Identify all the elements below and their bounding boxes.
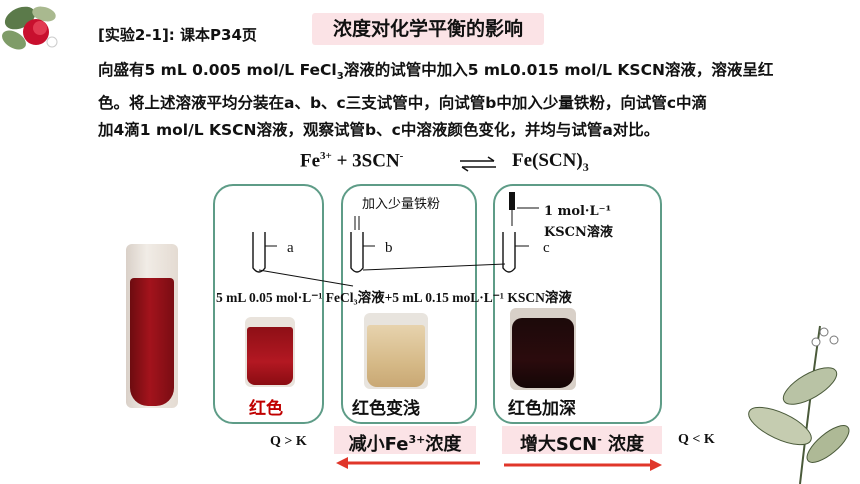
beaker-b-photo (364, 313, 428, 389)
subscript: 3 (336, 71, 344, 83)
text-fragment: 向盛有5 mL 0.005 mol/L FeCl (98, 61, 337, 79)
kscn-note-reagent: KSCN溶液 (544, 225, 613, 240)
tag-text: 浓度 (425, 434, 462, 455)
tube-c-group (493, 184, 662, 424)
tube-b-label: b (385, 240, 393, 256)
eq-product: Fe(SCN) (512, 150, 583, 171)
plant-decoration (748, 325, 850, 484)
experiment-description: 向盛有5 mL 0.005 mol/L FeCl3溶液的试管中加入5 mL0.0… (98, 57, 818, 144)
beaker-c-photo (510, 308, 576, 390)
q-greater-than-k: Q > K (270, 434, 307, 449)
right-arrow-icon (504, 459, 662, 471)
kscn-note-concentration: 1 mol·L⁻¹ (544, 204, 612, 219)
description-line-1: 向盛有5 mL 0.005 mol/L FeCl3溶液的试管中加入5 mL0.0… (98, 57, 818, 90)
eq-fe: Fe (300, 150, 321, 172)
eq-sup: - (399, 150, 404, 162)
equation-left: Fe3+ + 3SCN- (300, 150, 403, 172)
q-less-than-k: Q < K (678, 432, 715, 447)
tube-a-label: a (287, 240, 294, 256)
tube-c-label: c (543, 240, 550, 256)
eq-sub: 3 (582, 159, 589, 174)
tag-text: 浓度 (601, 434, 645, 455)
slide-title: 浓度对化学平衡的影响 (312, 13, 544, 45)
result-a: 红色 (249, 399, 283, 419)
test-tube-photo (126, 244, 178, 408)
solution-description: 5 mL 0.05 mol·L⁻¹ FeCl₃溶液+5 mL 0.15 moL·… (216, 290, 572, 305)
left-arrow-icon (336, 457, 480, 469)
increase-scn-tag: 增大SCN- 浓度 (502, 426, 662, 455)
tag-text: 减小Fe (348, 434, 409, 455)
equation-right: Fe(SCN)3 (512, 150, 589, 175)
result-c: 红色加深 (508, 399, 576, 419)
result-b: 红色变浅 (352, 399, 420, 419)
tag-sup: - (597, 433, 602, 446)
tube-a-group (213, 184, 324, 424)
decrease-fe-tag: 减小Fe3+浓度 (334, 426, 476, 455)
flower-decoration (2, 6, 58, 50)
equilibrium-arrow-icon (460, 156, 496, 172)
description-line-3: 加4滴1 mol/L KSCN溶液，观察试管b、c中溶液颜色变化，并均与试管a对… (98, 121, 660, 140)
iron-powder-note: 加入少量铁粉 (362, 197, 441, 212)
tube-diagram (252, 192, 539, 287)
tube-b-group (341, 184, 477, 424)
eq-scn: + 3SCN (331, 150, 400, 172)
beaker-a-photo (245, 317, 295, 387)
text-fragment: 溶液的试管中加入5 mL0.015 mol/L KSCN溶液，溶液呈红 (343, 61, 774, 79)
description-line-2: 色。将上述溶液平均分装在a、b、c三支试管中，向试管b中加入少量铁粉，向试管c中… (98, 94, 708, 113)
eq-sup: 3+ (320, 150, 332, 162)
tag-sup: 3+ (408, 433, 426, 446)
experiment-label: [实验2-1]: 课本P34页 (98, 26, 257, 44)
tag-text: 增大SCN (519, 434, 598, 455)
